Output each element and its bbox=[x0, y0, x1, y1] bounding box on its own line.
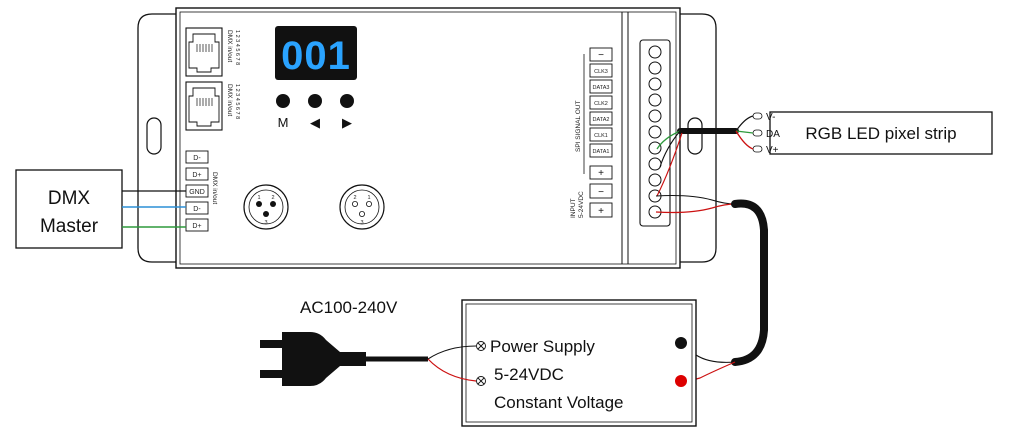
led-cable bbox=[656, 115, 754, 197]
power-supply: Power Supply 5-24VDC Constant Voltage bbox=[461, 299, 697, 427]
svg-text:3: 3 bbox=[360, 220, 363, 226]
svg-text:1: 1 bbox=[367, 195, 370, 201]
dmx-terminal-3: GND bbox=[189, 189, 205, 196]
svg-text:3: 3 bbox=[264, 220, 267, 226]
rj45-label-2: DMX in/out bbox=[226, 84, 233, 116]
right-mount-slot bbox=[687, 117, 703, 155]
spi-terminal-minus: − bbox=[598, 50, 604, 61]
rj45-port-1 bbox=[185, 27, 223, 77]
ps-line1: Power Supply bbox=[490, 337, 595, 356]
dmx-master: DMX Master bbox=[15, 169, 123, 249]
svg-text:2: 2 bbox=[353, 195, 356, 201]
input-caption-1: INPUT bbox=[570, 198, 577, 218]
spi-caption: SPI SIGNAL OUT bbox=[575, 101, 582, 152]
rj45-label-1: DMX in/out bbox=[226, 30, 233, 62]
prev-button-label: ◀ bbox=[310, 115, 320, 130]
dmx-master-line1: DMX bbox=[48, 188, 91, 209]
dmx-terminal-caption: DMX in/out bbox=[211, 172, 218, 204]
input-terminal-plus: + bbox=[598, 206, 604, 217]
screw-terminal-strip bbox=[639, 39, 671, 227]
dmx-terminal-block: D- D+ GND D- D+ bbox=[185, 150, 209, 232]
spi-terminal-clk3: CLK3 bbox=[594, 69, 608, 75]
mode-button[interactable] bbox=[276, 94, 290, 108]
ac-plug-icon bbox=[260, 332, 366, 386]
xlr-female: 2 1 3 bbox=[339, 184, 385, 230]
controller: DMX in/out 1 2 3 4 5 6 7 8 DMX in/out 1 … bbox=[137, 7, 717, 269]
display-value: 001 bbox=[281, 34, 351, 78]
xlr-male: 1 2 3 bbox=[243, 184, 289, 230]
svg-text:2: 2 bbox=[271, 195, 274, 201]
led-display bbox=[275, 26, 357, 80]
dmx-terminal-1: D- bbox=[193, 155, 201, 162]
rj45-port-2 bbox=[185, 81, 223, 131]
ps-line3: Constant Voltage bbox=[494, 393, 623, 412]
led-strip: RGB LED pixel strip V- DA V+ bbox=[752, 111, 993, 156]
input-terminal-block: − + bbox=[589, 183, 613, 218]
next-button-label: ▶ bbox=[342, 115, 352, 130]
dmx-terminal-2: D+ bbox=[192, 172, 201, 179]
mode-button-label: M bbox=[278, 115, 289, 130]
rj45-pins-2: 1 2 3 4 5 6 7 8 bbox=[234, 84, 240, 119]
led-pin-vplus: V+ bbox=[766, 145, 779, 156]
spi-terminal-block: − CLK3 DATA3 CLK2 DATA2 CLK1 DATA1 + bbox=[589, 47, 613, 180]
prev-button[interactable] bbox=[308, 94, 322, 108]
spi-terminal-clk1: CLK1 bbox=[594, 133, 608, 139]
controller-case-inner bbox=[179, 11, 677, 265]
rj45-pins-1: 1 2 3 4 5 6 7 8 bbox=[234, 30, 240, 65]
spi-terminal-data2: DATA2 bbox=[593, 117, 610, 123]
ps-terminal-negative bbox=[675, 337, 687, 349]
next-button[interactable] bbox=[340, 94, 354, 108]
spi-terminal-data1: DATA1 bbox=[593, 149, 610, 155]
ps-terminal-positive bbox=[675, 375, 687, 387]
left-mount-slot bbox=[146, 117, 162, 155]
led-pin-da: DA bbox=[766, 129, 780, 140]
spi-terminal-clk2: CLK2 bbox=[594, 101, 608, 107]
dmx-terminal-5: D+ bbox=[192, 223, 201, 230]
spi-terminal-data3: DATA3 bbox=[593, 85, 610, 91]
ac-cable bbox=[366, 345, 477, 382]
input-terminal-minus: − bbox=[598, 187, 604, 198]
input-caption-2: 5-24VDC bbox=[578, 191, 585, 218]
spi-terminal-plus: + bbox=[598, 168, 604, 179]
dmx-master-line2: Master bbox=[40, 216, 99, 237]
led-pin-vminus: V- bbox=[766, 112, 775, 123]
svg-text:1: 1 bbox=[257, 195, 260, 201]
ps-line2: 5-24VDC bbox=[494, 365, 564, 384]
led-strip-label: RGB LED pixel strip bbox=[805, 124, 956, 143]
ac-label: AC100-240V bbox=[300, 298, 398, 317]
dmx-terminal-4: D- bbox=[193, 206, 201, 213]
